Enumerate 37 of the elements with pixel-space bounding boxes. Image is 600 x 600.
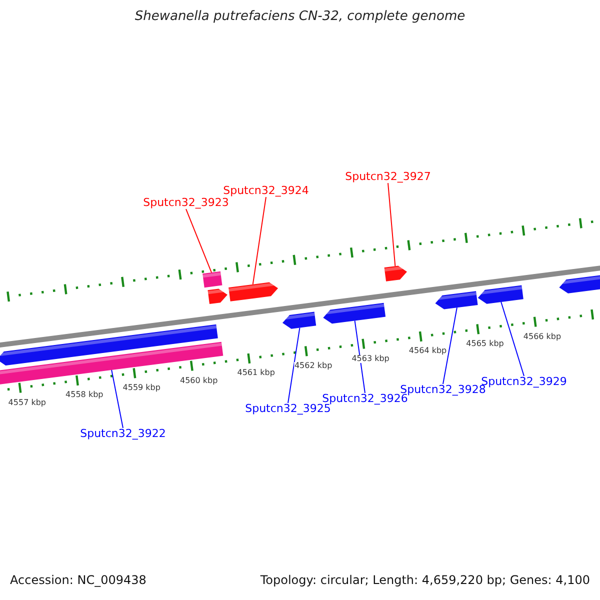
scale-label: 4559 kbp (122, 384, 160, 393)
leader-line (288, 327, 300, 404)
leader-line (111, 370, 124, 428)
gene-label: Sputcn32_3922 (80, 428, 166, 440)
gene-feature (559, 272, 600, 294)
gene-label: Sputcn32_3926 (322, 393, 408, 406)
gene-feature (384, 266, 407, 282)
gene-feature (208, 288, 228, 304)
genome-info-text: Topology: circular; Length: 4,659,220 bp; Genes: 4,100 (260, 574, 590, 588)
scale-label: 4560 kbp (180, 376, 218, 386)
scale-label: 4561 kbp (237, 369, 275, 378)
title: Shewanella putrefaciens CN-32, complete genome (134, 10, 466, 24)
scale-label: 4557 kbp (8, 398, 46, 408)
gene-feature (323, 302, 386, 324)
scale-label: 4563 kbp (352, 354, 390, 364)
gene-label: Sputcn32_3924 (223, 185, 309, 198)
gene-feature (478, 285, 524, 304)
gene-feature (282, 312, 316, 329)
scale-label: 4564 kbp (408, 347, 447, 356)
leader-line (354, 320, 366, 394)
gene-feature (435, 291, 478, 310)
leader-line (500, 301, 524, 376)
accession-text: Accession: NC_009438 (10, 574, 146, 588)
gene-label: Sputcn32_3923 (143, 197, 229, 210)
leader-line (388, 182, 396, 267)
scale-label: 4558 kbp (66, 391, 104, 400)
gene-bar (0, 342, 224, 384)
leader-line (252, 196, 266, 285)
scale-label: 4562 kbp (294, 362, 332, 371)
leader-line (186, 208, 212, 274)
scale-label: 4566 kbp (523, 332, 562, 342)
gene-label: Sputcn32_3925 (245, 403, 331, 416)
gene-feature (0, 324, 218, 366)
scale-label: 4565 kbp (466, 340, 504, 349)
gene-bar (202, 271, 222, 288)
gene-label: Sputcn32_3927 (345, 171, 431, 184)
leader-line (442, 307, 458, 384)
